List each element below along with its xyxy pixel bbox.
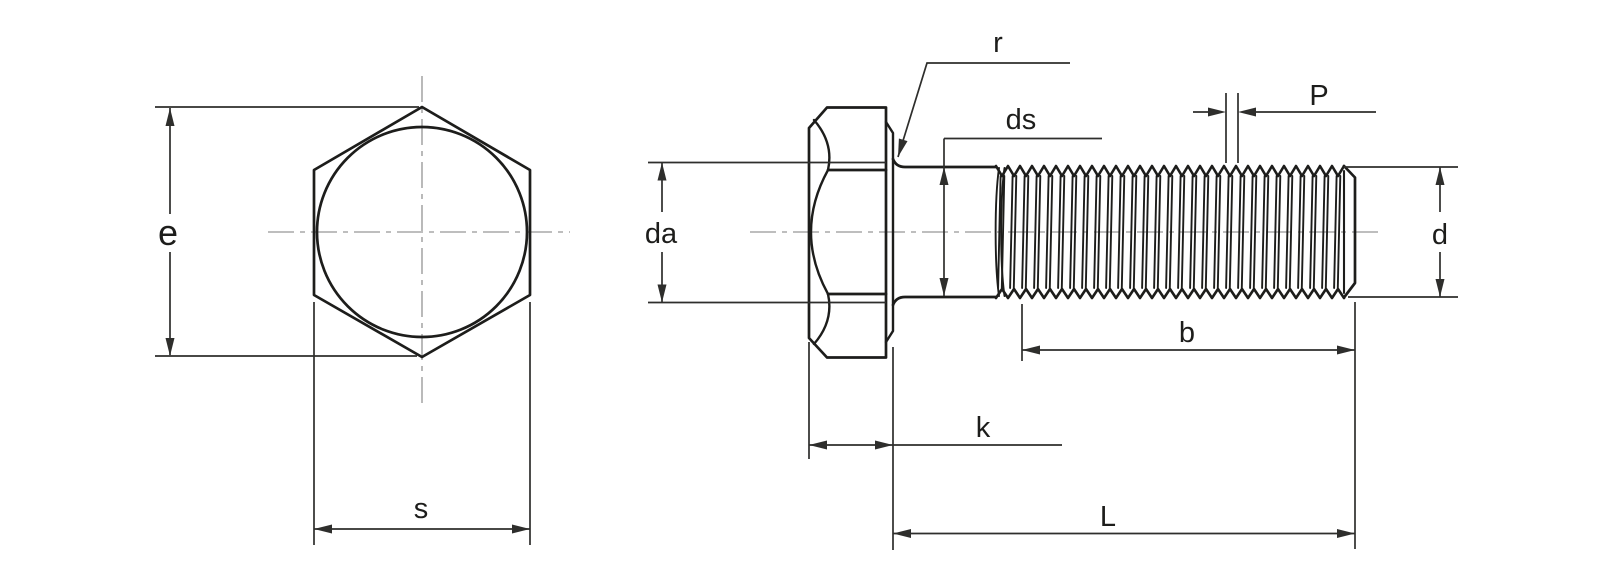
washer-face-edge <box>884 120 895 344</box>
arrow-b-left <box>1022 345 1040 355</box>
inscribed-circle <box>315 125 529 339</box>
arrow-b-right <box>1337 345 1355 355</box>
dimension-P-extension-lines <box>1225 93 1239 163</box>
arrow-k-right <box>875 440 893 450</box>
dimension-e-extension-lines <box>155 106 419 357</box>
arrow-P-right <box>1208 107 1226 117</box>
arrow-r-leader <box>898 138 908 157</box>
arrow-e-up <box>165 108 175 126</box>
arrow-d-down <box>1435 279 1445 297</box>
arrow-P-left <box>1238 107 1256 117</box>
dimension-arrowheads <box>165 107 1445 538</box>
dimension-P <box>1193 93 1376 163</box>
leader-r <box>897 62 1070 158</box>
arrow-s-left <box>314 524 332 534</box>
shank-outline <box>891 157 998 307</box>
dimension-lines <box>155 62 1458 550</box>
dimension-d-label: d <box>1432 219 1448 251</box>
thread-profile <box>994 164 1346 300</box>
dimension-k <box>808 342 1062 550</box>
dimension-ds <box>943 137 1102 296</box>
hexagon-outline <box>312 105 532 359</box>
leader-r-line <box>897 62 1070 158</box>
arrow-da-down <box>657 284 667 303</box>
arrow-e-down <box>165 338 175 356</box>
dimension-P-label: P <box>1309 80 1328 112</box>
leader-r-label: r <box>993 27 1003 59</box>
dimension-L-label: L <box>1100 501 1116 533</box>
dimension-da-label: da <box>645 218 678 250</box>
dimension-e <box>155 106 419 357</box>
dimension-b <box>1021 302 1356 549</box>
dimension-b-label: b <box>1179 317 1195 349</box>
arrow-da-up <box>657 162 667 181</box>
dimension-da-extension-lines <box>648 161 886 304</box>
dimension-k-label: k <box>976 412 991 444</box>
bolt-end-face <box>1342 164 1357 299</box>
head-facet-lines <box>826 168 888 296</box>
dimension-labels: e s da ds r P d b k L <box>158 27 1448 533</box>
dimension-s-extension-lines <box>313 302 531 545</box>
arrow-k-left <box>809 440 827 450</box>
arrow-ds-up <box>939 167 949 185</box>
dimension-e-label: e <box>158 212 178 253</box>
arrow-L-right <box>1337 529 1355 538</box>
part-outlines <box>312 105 1357 359</box>
dimension-s-label: s <box>414 493 429 525</box>
arrow-L-left <box>893 529 911 538</box>
dimension-ds-label: ds <box>1006 104 1037 136</box>
dimension-s <box>313 302 531 545</box>
dimension-k-extension-lines <box>808 342 894 550</box>
arrow-d-up <box>1435 167 1445 185</box>
arrow-s-right <box>512 524 530 534</box>
arrow-ds-down <box>939 278 949 296</box>
head-chamfer-arcs <box>809 118 831 346</box>
bolt-head-side-outline <box>807 106 888 359</box>
